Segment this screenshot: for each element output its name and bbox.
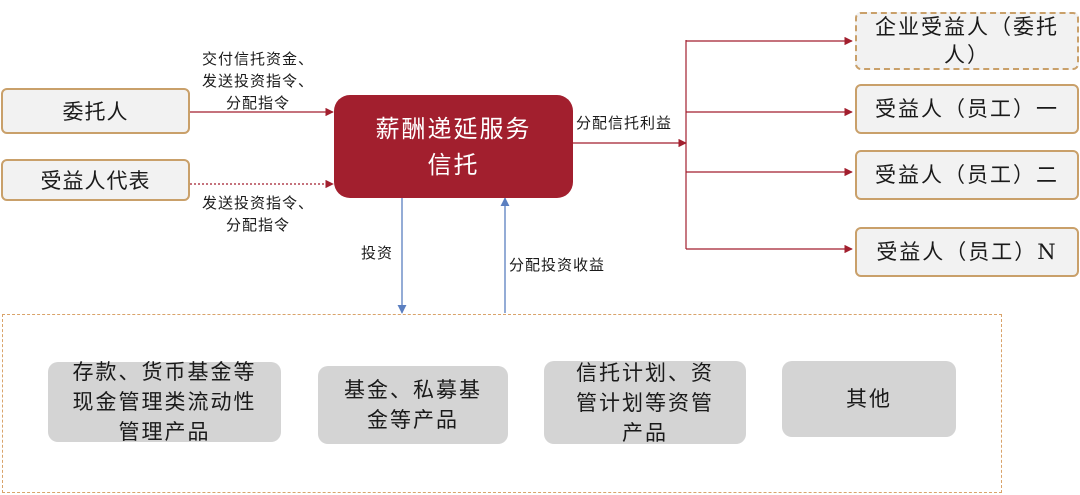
product-other: 其他 <box>782 361 956 437</box>
investment-pool <box>2 314 1002 493</box>
trust-label: 薪酬递延服务 信托 <box>375 114 532 179</box>
product-cash-management-label: 存款、货币基金等 现金管理类流动性 管理产品 <box>72 360 257 444</box>
beneficiaries-edge-label: 分配信托利益 <box>576 114 673 132</box>
settlor-node: 委托人 <box>1 88 190 134</box>
invest-edge-label: 投资 <box>361 244 394 262</box>
settlor-label: 委托人 <box>62 100 129 124</box>
product-cash-management: 存款、货币基金等 现金管理类流动性 管理产品 <box>48 360 281 444</box>
beneficiary-n-label: 受益人（员工）N <box>876 240 1058 264</box>
beneficiary-1-node: 受益人（员工）一 <box>855 84 1079 134</box>
beneficiary-rep-node: 受益人代表 <box>1 159 190 201</box>
rep-edge-label: 发送投资指令、 分配指令 <box>201 194 314 234</box>
product-asset-management-label: 信托计划、资 管计划等资管 产品 <box>576 360 714 445</box>
settlor-edge-label: 交付信托资金、 发送投资指令、 分配指令 <box>201 50 314 112</box>
beneficiary-2-node: 受益人（员工）二 <box>855 150 1079 200</box>
enterprise-beneficiary-node: 企业受益人（委托 人） <box>855 12 1079 70</box>
beneficiary-n-node: 受益人（员工）N <box>855 227 1079 277</box>
enterprise-beneficiary-label: 企业受益人（委托 人） <box>875 15 1059 67</box>
product-funds-label: 基金、私募基 金等产品 <box>344 378 482 432</box>
beneficiary-1-label: 受益人（员工）一 <box>875 97 1059 121</box>
product-other-label: 其他 <box>846 387 892 411</box>
trust-node: 薪酬递延服务 信托 <box>334 95 573 198</box>
beneficiary-2-label: 受益人（员工）二 <box>875 163 1059 187</box>
product-funds: 基金、私募基 金等产品 <box>318 366 508 444</box>
product-asset-management: 信托计划、资 管计划等资管 产品 <box>544 361 746 445</box>
beneficiary-rep-label: 受益人代表 <box>40 169 151 193</box>
returns-edge-label: 分配投资收益 <box>509 256 606 274</box>
